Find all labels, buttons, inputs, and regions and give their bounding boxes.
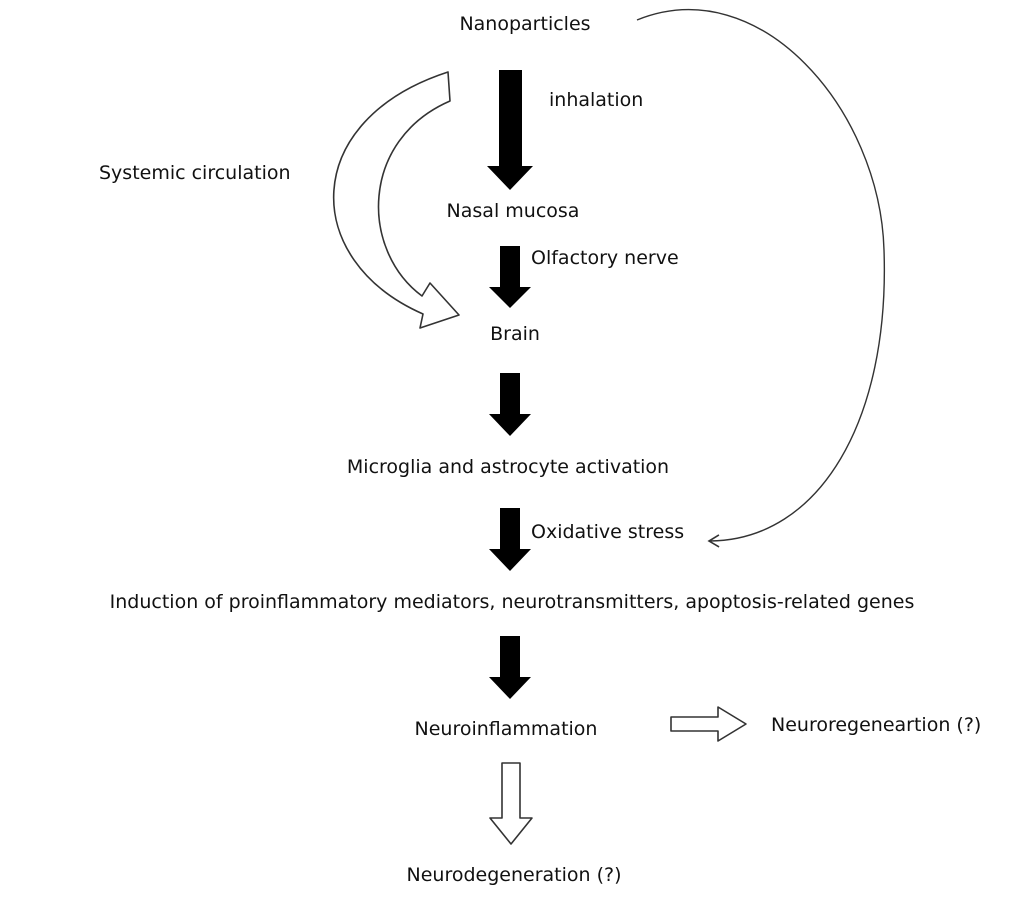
arrow-direct-oxidative-stress: [636, 8, 886, 548]
label-inhalation: inhalation: [549, 89, 644, 111]
arrow-olfactory-nerve: [489, 246, 531, 308]
label-oxidative-stress: Oxidative stress: [531, 521, 685, 543]
arrow-induction-to-neuroinflammation: [489, 636, 531, 699]
node-neuroinflammation: Neuroinflammation: [414, 718, 598, 740]
arrow-inhalation: [487, 70, 533, 190]
node-nasal-mucosa: Nasal mucosa: [446, 200, 580, 222]
arrow-to-neurodegeneration: [489, 762, 533, 845]
arrow-systemic-circulation: [332, 71, 460, 329]
node-brain: Brain: [490, 323, 540, 345]
arrow-oxidative-stress: [489, 508, 531, 571]
node-nanoparticles: Nanoparticles: [459, 13, 591, 35]
node-neurodegeneration: Neurodegeneration (?): [406, 864, 622, 886]
arrow-to-neuroregeneration: [670, 706, 747, 742]
node-induction: Induction of proinflammatory mediators, …: [109, 591, 915, 613]
label-systemic-circulation: Systemic circulation: [99, 162, 291, 184]
label-olfactory-nerve: Olfactory nerve: [531, 247, 679, 269]
node-glia-activation: Microglia and astrocyte activation: [346, 456, 670, 478]
node-neuroregeneration: Neuroregeneartion (?): [771, 714, 982, 736]
arrow-brain-to-glia: [489, 373, 531, 436]
